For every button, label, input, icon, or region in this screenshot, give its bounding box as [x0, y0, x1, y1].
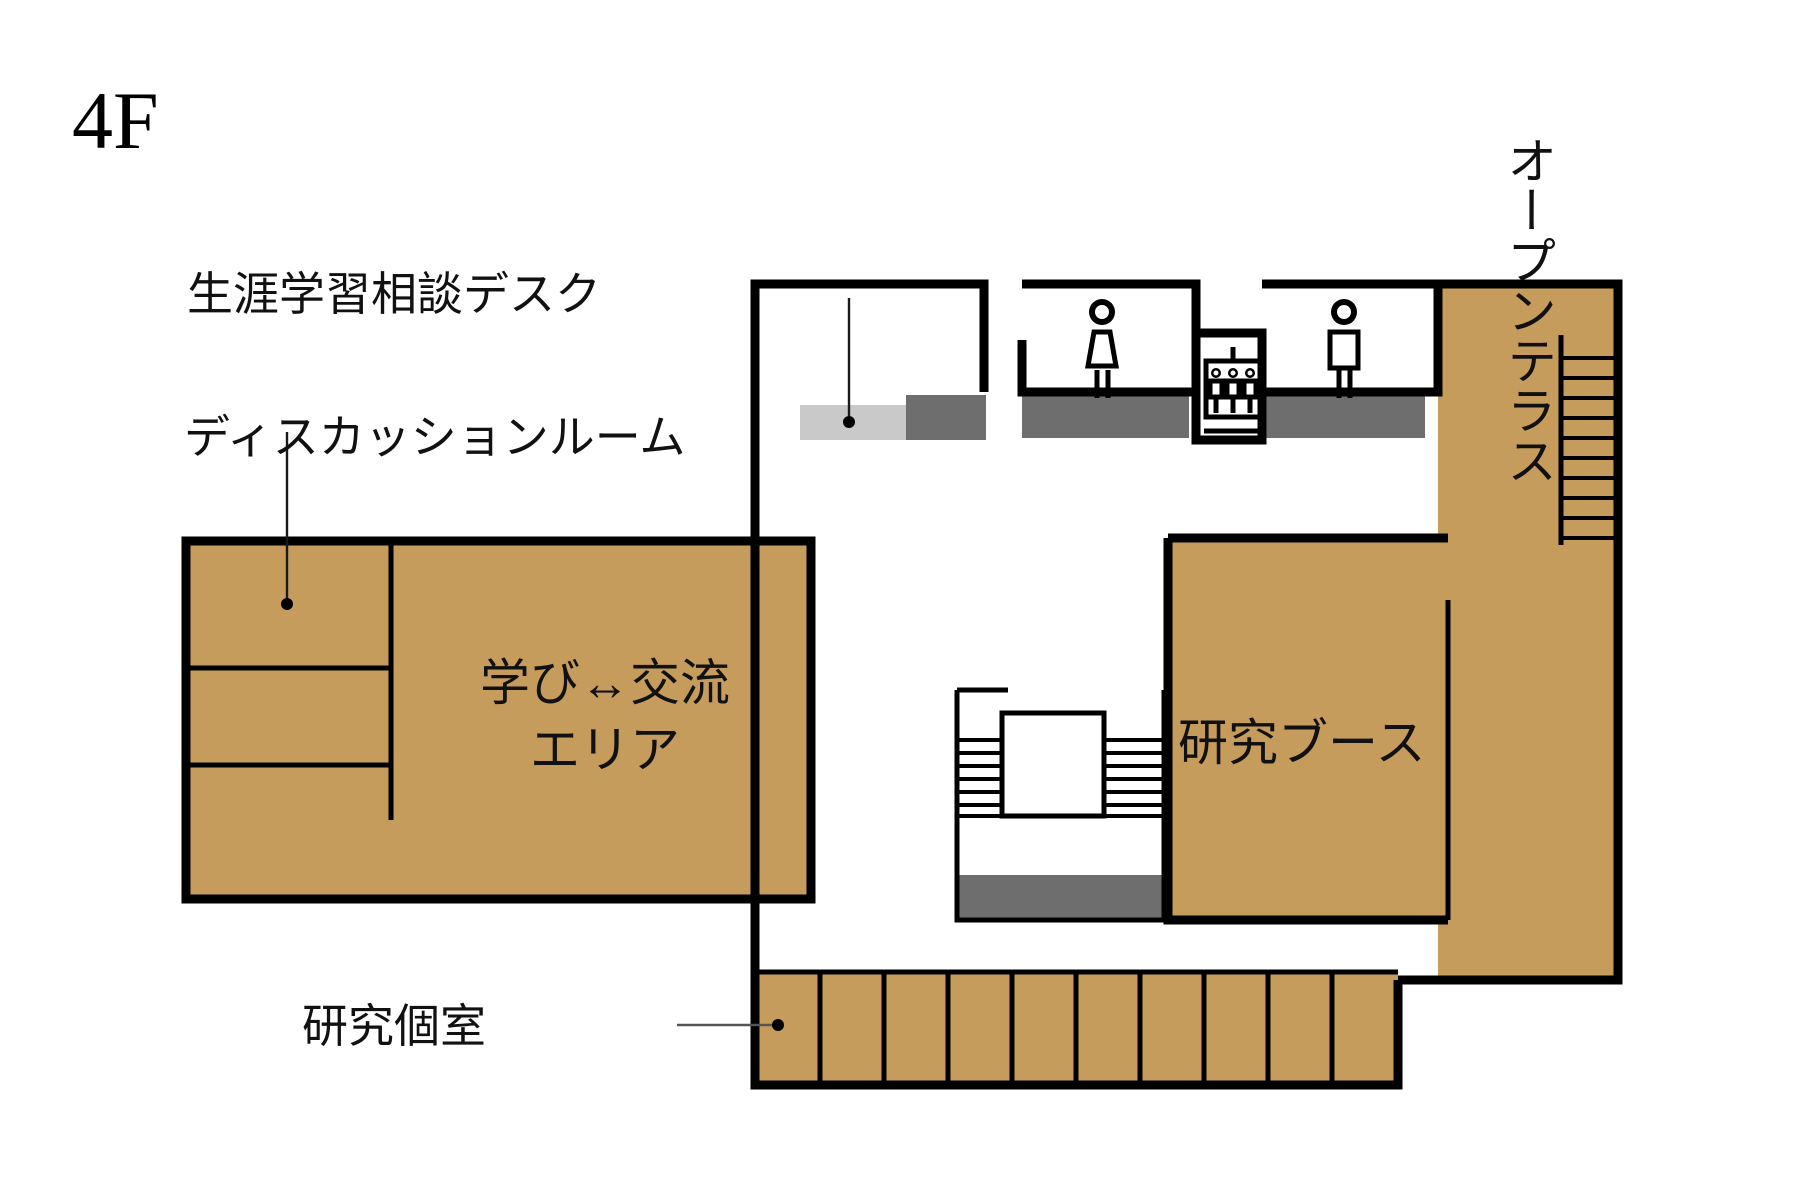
label-learning-exchange-area-line2: エリア: [530, 722, 680, 778]
stairs-right: [1558, 335, 1618, 545]
stair-landing-block: [955, 875, 1162, 921]
research-private-room-dividers: [817, 972, 1335, 1085]
room-discussion-and-exchange-area: [186, 541, 811, 899]
mens-restroom-fixtures: [1265, 392, 1425, 438]
label-learning-exchange-area-line1: 学び↔交流: [480, 655, 730, 711]
page-title: 4F: [72, 75, 159, 166]
multipurpose-restroom-pictogram: [1203, 347, 1263, 434]
desk-counter-dark: [906, 395, 986, 440]
research-booth-outline: [1163, 533, 1451, 925]
womens-restroom-pictogram: [1085, 299, 1119, 398]
room-research-booth: [1168, 538, 1448, 920]
stairs-center: [954, 687, 1167, 923]
label-research-booth: 研究ブース: [1178, 715, 1426, 771]
leader-lines: [281, 298, 855, 1031]
label-research-private-room: 研究個室: [302, 1001, 486, 1052]
label-lifelong-learning-desk: 生涯学習相談デスク: [187, 269, 601, 320]
womens-restroom-fixtures: [1022, 392, 1189, 438]
discussion-room-dividers: [186, 541, 394, 820]
mens-restroom-pictogram: [1327, 299, 1361, 398]
exterior-walls: [181, 279, 1623, 1090]
label-open-terrace: オープンテラス: [1500, 135, 1556, 485]
label-discussion-room: ディスカッションルーム: [184, 412, 685, 463]
room-open-terrace: [1438, 288, 1618, 978]
